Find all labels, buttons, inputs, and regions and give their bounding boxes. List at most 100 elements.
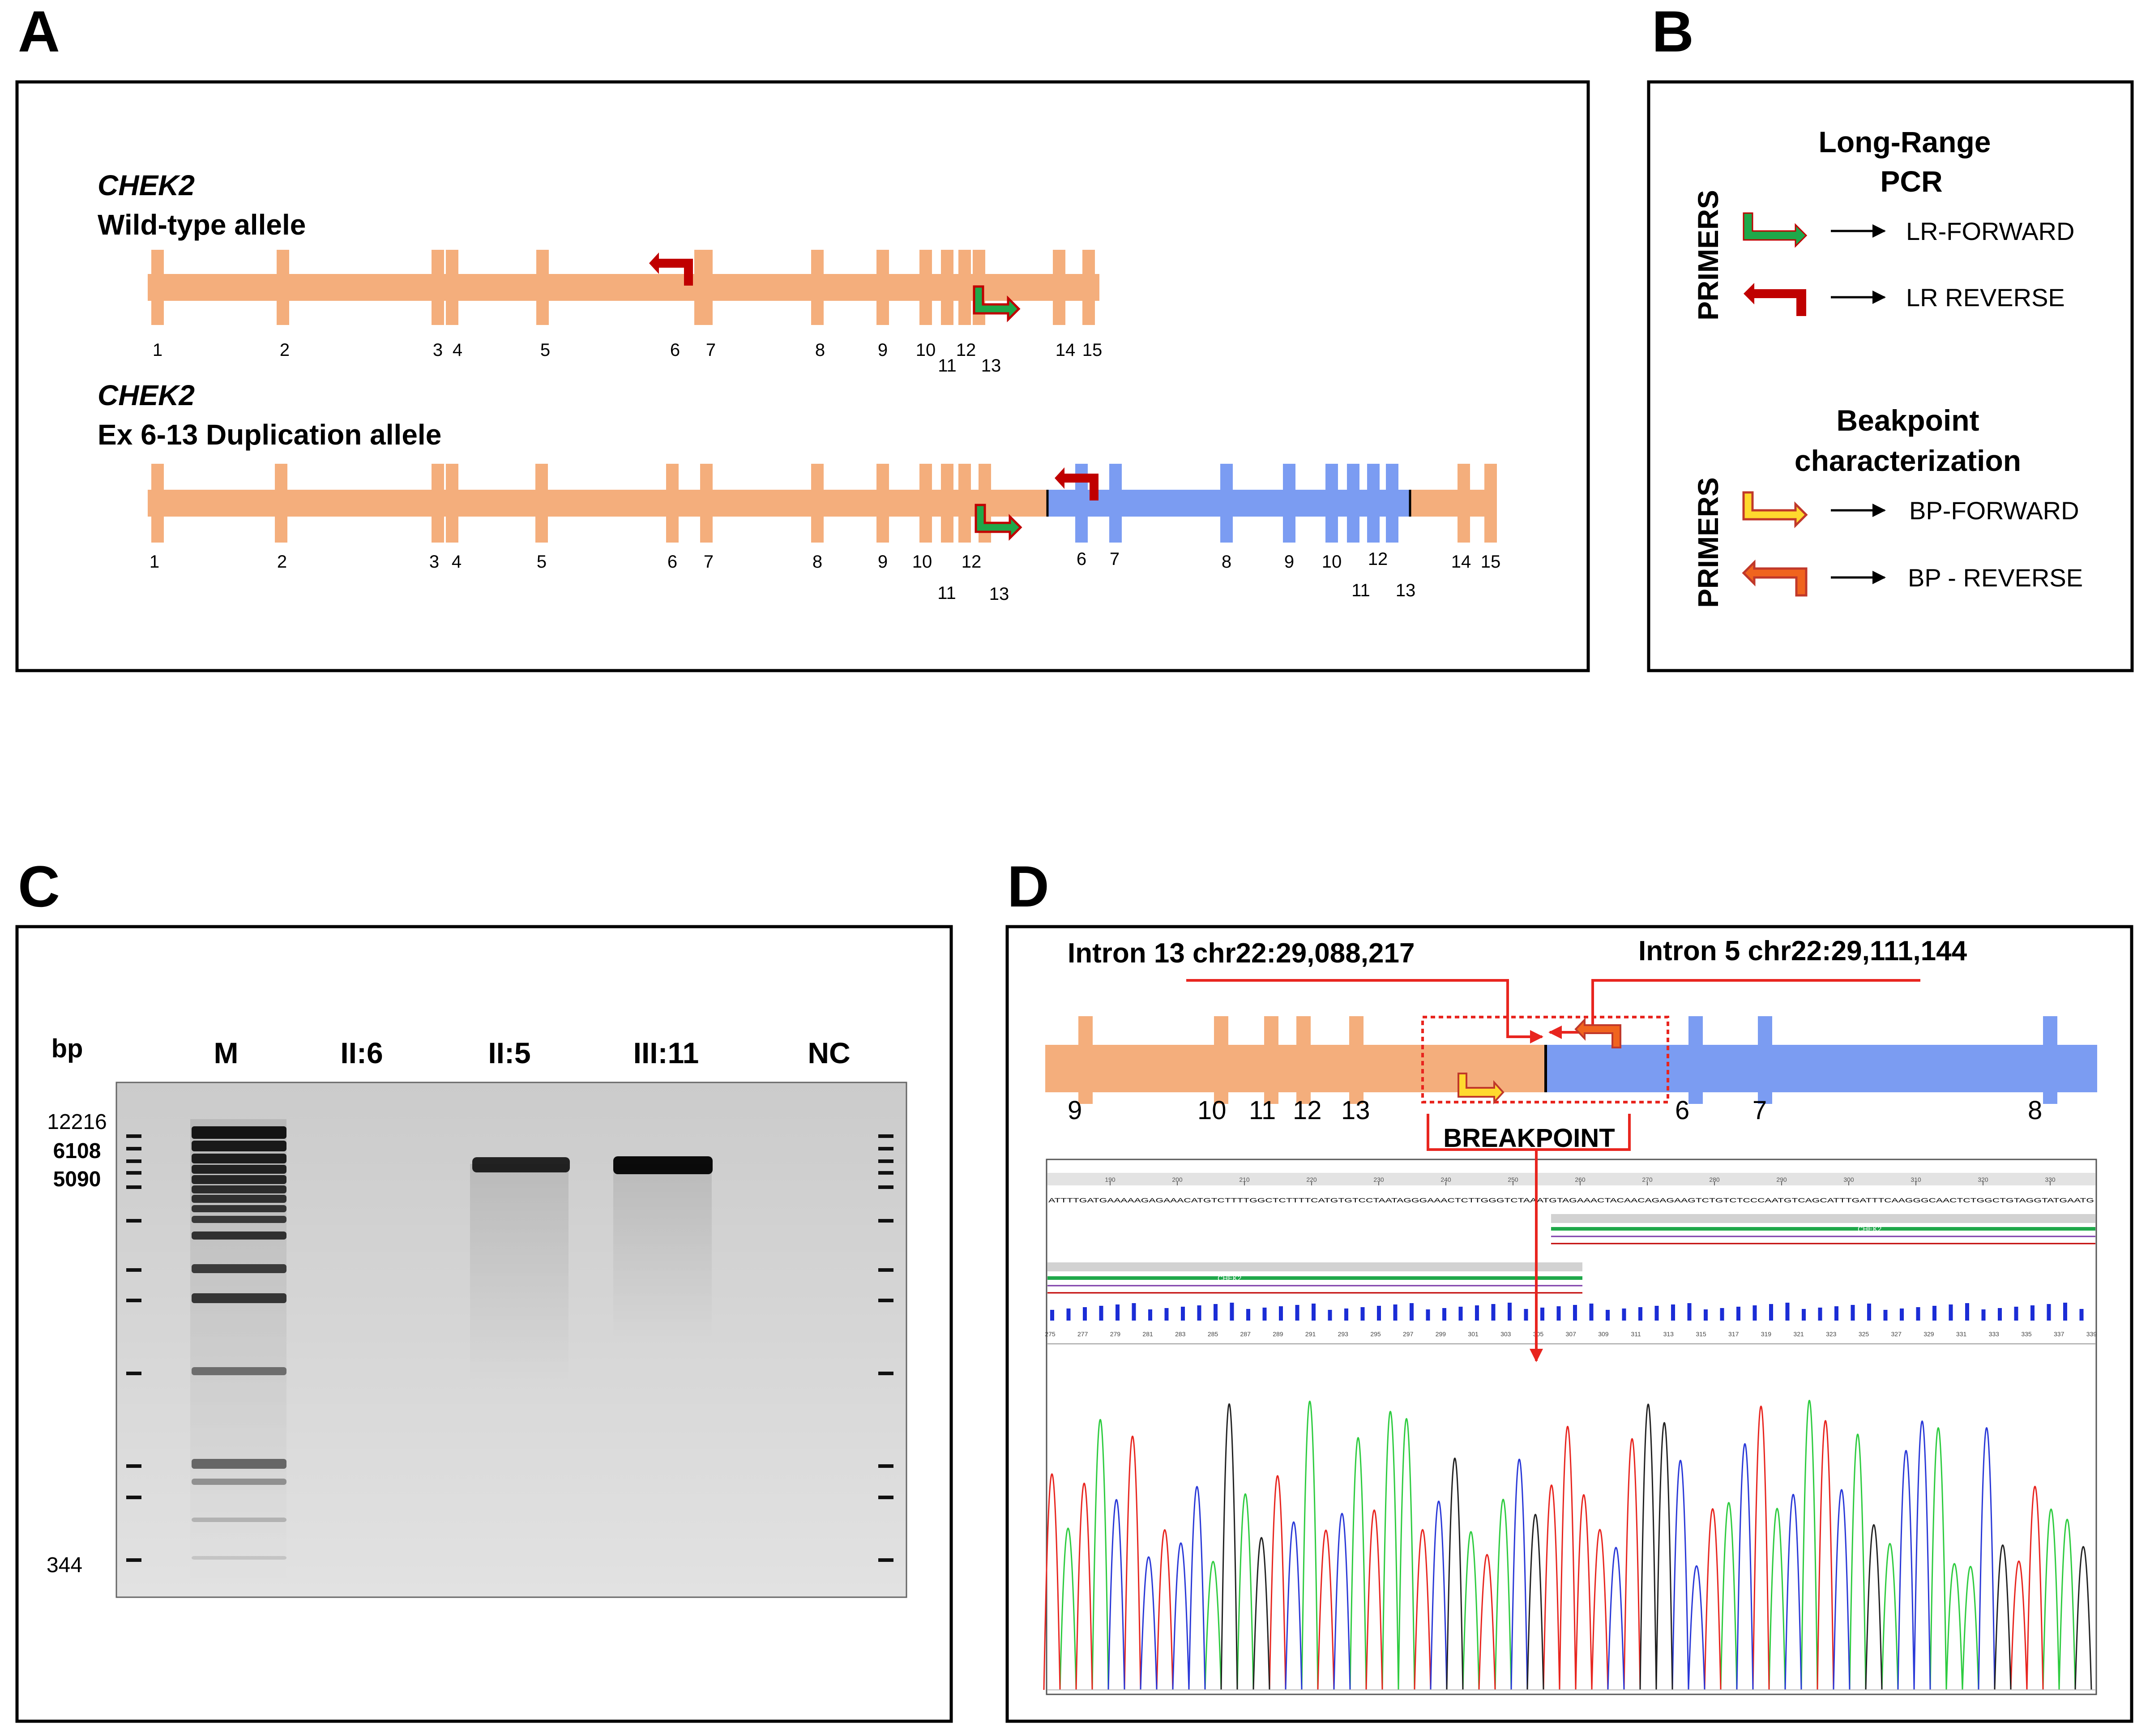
- quality-bar: [1867, 1304, 1871, 1321]
- marker-band: [192, 1126, 286, 1139]
- marker-band: [192, 1165, 286, 1174]
- ladder-tick-right: [878, 1219, 893, 1223]
- quality-bar: [1083, 1307, 1087, 1321]
- quality-bar: [1671, 1304, 1675, 1321]
- quality-bar: [1900, 1308, 1904, 1321]
- d-exon: [1758, 1016, 1772, 1104]
- wt-exon-label: 10: [916, 340, 936, 360]
- track-right-label: CHEK2: [1858, 1226, 1881, 1233]
- marker-band: [192, 1154, 286, 1163]
- panel-c-letter: C: [18, 854, 60, 919]
- ruler-tick-label: 300: [1843, 1176, 1854, 1183]
- dup-exon: [1458, 464, 1470, 543]
- dup-exon-label: 4: [452, 552, 462, 572]
- quality-bar: [1246, 1309, 1250, 1321]
- dup-exon-label: 12: [962, 552, 982, 572]
- quality-bar: [1508, 1303, 1512, 1321]
- breakpoint-region-box: [1421, 1016, 1669, 1103]
- ruler-tick-label: 190: [1105, 1176, 1116, 1183]
- wt-exon: [958, 250, 971, 325]
- dup-exon-label: 11: [937, 583, 956, 603]
- d-exon: [1688, 1016, 1703, 1104]
- dup-exon-label: 5: [537, 552, 547, 572]
- quality-bar: [1818, 1308, 1822, 1321]
- ladder-tick-left: [126, 1268, 141, 1272]
- ladder-tick-right: [878, 1464, 893, 1468]
- dup-lr-reverse-primer: [1055, 467, 1099, 500]
- marker-band: [192, 1367, 286, 1375]
- intron5-coordinate: Intron 5 chr22:29,111,144: [1638, 936, 1967, 966]
- legend-bp-reverse-icon: [1742, 559, 1808, 597]
- quality-bar: [1377, 1306, 1381, 1321]
- quality-bar: [1965, 1303, 1969, 1321]
- lr-forward-primer: [973, 285, 1021, 323]
- d-wildtype-segment: [1045, 1045, 1546, 1092]
- wt-exon-label: 7: [706, 340, 716, 360]
- quality-bar: [1916, 1307, 1920, 1321]
- position-tick-label: 277: [1077, 1330, 1088, 1338]
- quality-bar: [1099, 1306, 1103, 1321]
- d-exon-label: 7: [1752, 1096, 1767, 1125]
- ladder-tick-right: [878, 1147, 893, 1150]
- quality-bar: [1589, 1304, 1594, 1321]
- wt-exon-label: 8: [815, 340, 825, 360]
- marker-band: [192, 1518, 286, 1522]
- quality-bar: [1524, 1309, 1528, 1321]
- wt-exon: [432, 250, 444, 325]
- quality-bar: [1116, 1304, 1120, 1321]
- dup-backbone-right: [1410, 490, 1495, 517]
- quality-bar: [1295, 1305, 1299, 1321]
- position-tick-label: 297: [1403, 1330, 1414, 1338]
- legend-lr-reverse-label: LR REVERSE: [1906, 283, 2065, 312]
- ladder-tick-left: [126, 1558, 141, 1562]
- panel-d-frame: [1005, 925, 2133, 1723]
- marker-band: [192, 1459, 286, 1469]
- quality-bar: [2030, 1305, 2035, 1321]
- quality-bar: [1998, 1308, 2002, 1321]
- marker-band: [192, 1231, 286, 1240]
- quality-bar: [1197, 1305, 1201, 1321]
- quality-bar: [1785, 1303, 1790, 1321]
- quality-bar: [1949, 1304, 1953, 1321]
- dup-exon-label: 9: [878, 552, 888, 572]
- ladder-tick-left: [126, 1464, 141, 1468]
- ladder-label-344: 344: [47, 1553, 82, 1577]
- quality-bar: [1262, 1308, 1267, 1321]
- trace-A: [1059, 1399, 2076, 1690]
- wt-gene-label: CHEK2: [98, 169, 195, 201]
- quality-bar: [1622, 1308, 1626, 1321]
- dup-exon-label: 13: [1396, 581, 1416, 600]
- dup-allele-label: Ex 6-13 Duplication allele: [98, 419, 441, 451]
- quality-bar: [1230, 1303, 1234, 1321]
- ruler-tick-label: 280: [1709, 1176, 1720, 1183]
- ladder-tick-left: [126, 1159, 141, 1163]
- position-tick-label: 333: [1989, 1330, 2000, 1338]
- marker-bands: [192, 1126, 286, 1560]
- marker-band: [192, 1205, 286, 1212]
- dup-exon-label: 11: [1351, 581, 1370, 600]
- marker-band: [192, 1479, 286, 1485]
- intron13-pointer: [1186, 979, 1543, 1043]
- panel-b-letter: B: [1652, 0, 1694, 64]
- ruler-tick-label: 210: [1239, 1176, 1250, 1183]
- position-tick-label: 279: [1110, 1330, 1121, 1338]
- chromatogram-traces: [1043, 1399, 2095, 1690]
- wt-exon: [277, 250, 289, 325]
- d-exon-label: 13: [1341, 1096, 1370, 1125]
- quality-bar: [1066, 1308, 1071, 1321]
- d-exon: [1296, 1016, 1311, 1104]
- quality-bar: [1279, 1306, 1283, 1321]
- dup-exon-label: 6: [667, 552, 677, 572]
- duplication-exons: [151, 464, 1497, 543]
- quality-bar: [1410, 1303, 1414, 1321]
- intron13-coordinate: Intron 13 chr22:29,088,217: [1068, 938, 1415, 969]
- ruler-tick-label: 240: [1440, 1176, 1451, 1183]
- dup-backbone-left: [148, 490, 1047, 517]
- position-tick-label: 319: [1761, 1330, 1772, 1338]
- quality-bar: [1344, 1308, 1348, 1321]
- dup-exon: [446, 464, 458, 543]
- quality-bar: [1393, 1304, 1398, 1321]
- ladder-tick-right: [878, 1558, 893, 1562]
